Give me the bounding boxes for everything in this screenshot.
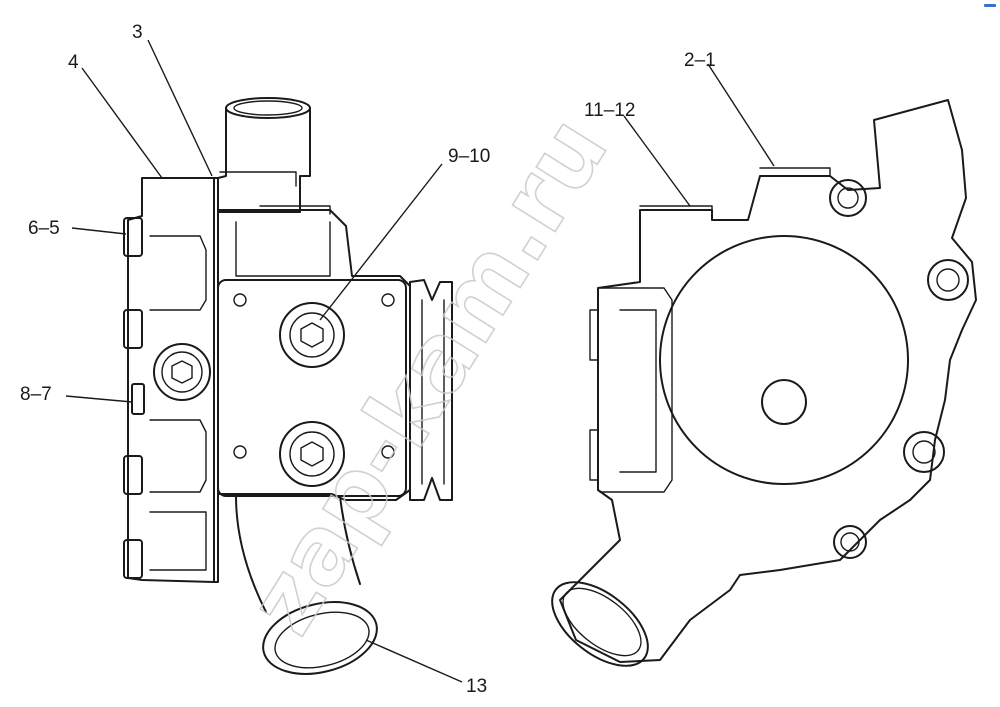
callout-6-5: 6–5 xyxy=(28,218,60,239)
pump-front-view xyxy=(551,99,977,667)
bolt-head xyxy=(131,383,145,415)
callout-11-12: 11–12 xyxy=(584,100,635,121)
bolt-head xyxy=(123,217,143,257)
bolt-head xyxy=(123,309,143,349)
callout-3: 3 xyxy=(132,22,143,43)
callout-13: 13 xyxy=(466,676,487,697)
leader-lines xyxy=(65,39,775,683)
bolt-head xyxy=(123,455,143,495)
callout-9-10: 9–10 xyxy=(448,146,490,167)
corner-mark xyxy=(984,4,996,7)
callout-4: 4 xyxy=(68,52,79,73)
callout-8-7: 8–7 xyxy=(20,384,52,405)
bolt-head xyxy=(123,539,143,579)
pump-side-view xyxy=(123,97,453,675)
callout-2-1: 2–1 xyxy=(684,50,716,71)
